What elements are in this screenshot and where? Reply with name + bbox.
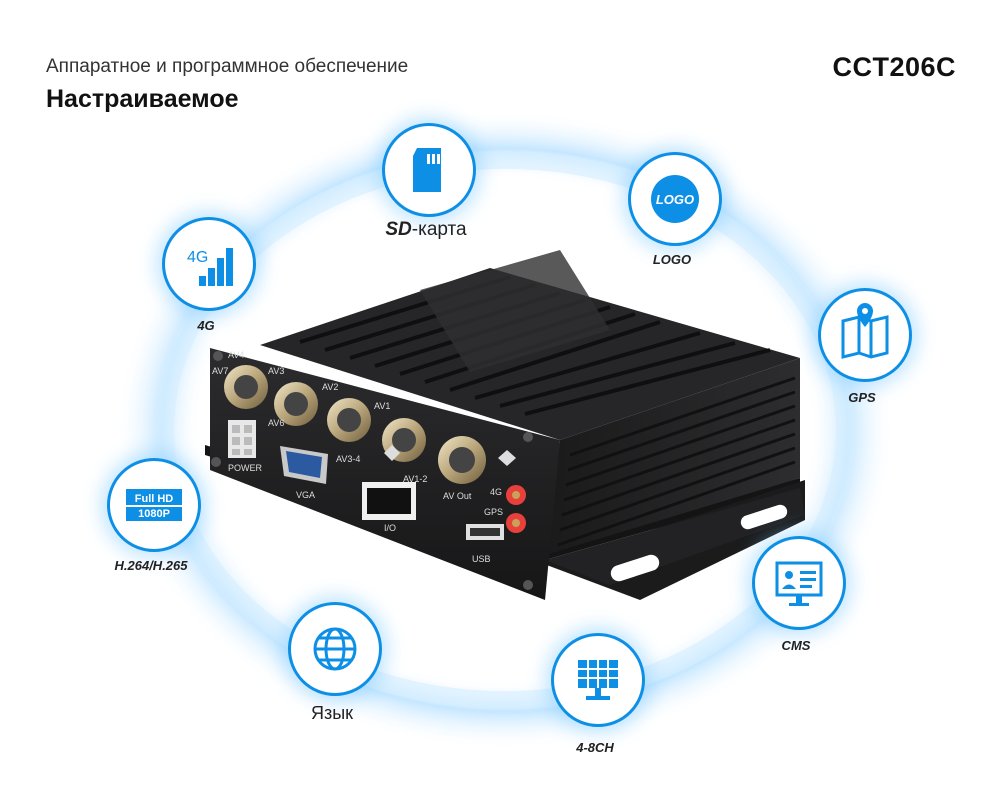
cms-label: CMS — [781, 638, 811, 653]
globe-icon — [313, 627, 357, 671]
port-label-gps: GPS — [484, 507, 504, 517]
port-label-4g: 4G — [490, 487, 503, 497]
port-label-av34: AV3-4 — [336, 454, 361, 464]
page-title: Настраиваемое — [46, 85, 239, 113]
port-label-av12: AV1-2 — [403, 474, 428, 484]
svg-text:LOGO: LOGO — [656, 192, 694, 207]
language-label: Язык — [310, 703, 354, 723]
sd-card-badge — [382, 123, 476, 217]
sd-card-icon — [413, 148, 441, 192]
logo-badge: LOGO — [628, 152, 722, 246]
port-label-av4: AV4 — [228, 350, 245, 360]
svg-text:1080P: 1080P — [138, 508, 170, 520]
port-label-av6: AV6 — [268, 418, 285, 428]
svg-text:Full HD: Full HD — [135, 493, 174, 505]
full-hd-label: H.264/H.265 — [114, 558, 188, 573]
grid-monitor-icon — [578, 660, 618, 700]
cms-badge — [752, 536, 846, 630]
port-label-vga: VGA — [296, 490, 316, 500]
svg-text:4G: 4G — [187, 249, 208, 266]
channels-badge — [551, 633, 645, 727]
signal-4g-badge: 4G — [162, 217, 256, 311]
port-label-av3: AV3 — [268, 366, 285, 376]
port-label-avout: AV Out — [443, 491, 472, 501]
full-hd-icon: Full HD 1080P — [126, 489, 182, 521]
map-pin-icon — [841, 303, 889, 359]
signal-4g-icon: 4G — [187, 248, 233, 286]
model-name: CCT206C — [832, 52, 956, 82]
subtitle: Аппаратное и программное обеспечение — [46, 56, 409, 77]
channels-label: 4-8CH — [576, 740, 614, 755]
monitor-user-icon — [775, 561, 823, 606]
logo-icon: LOGO — [651, 175, 699, 223]
sd-card-label: SD-карта — [385, 219, 467, 240]
full-hd-badge: Full HD 1080P — [107, 458, 201, 552]
4g-label: 4G — [197, 318, 215, 333]
logo-label: LOGO — [652, 252, 692, 267]
port-label-power: POWER — [228, 463, 263, 473]
gps-badge — [818, 288, 912, 382]
port-label-av2: AV2 — [322, 382, 339, 392]
port-label-av7: AV7 — [212, 366, 229, 376]
language-badge — [288, 602, 382, 696]
gps-label: GPS — [848, 390, 876, 405]
port-label-usb: USB — [472, 554, 491, 564]
port-label-av1: AV1 — [374, 401, 391, 411]
port-label-io: I/O — [384, 523, 397, 533]
